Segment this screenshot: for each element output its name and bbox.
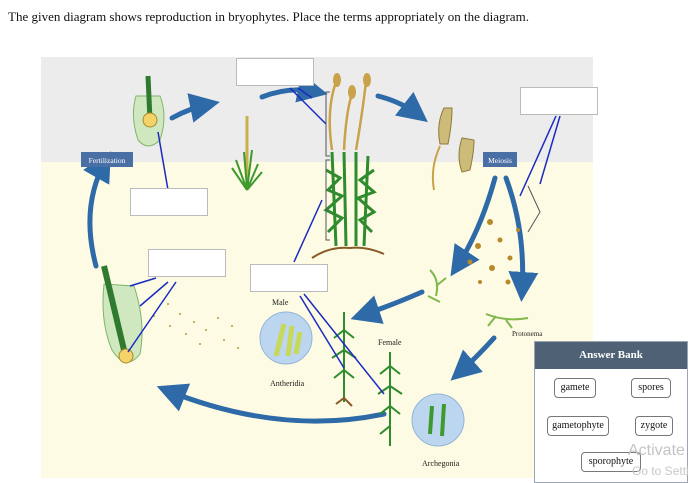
young-sporophyte-illustration bbox=[231, 116, 263, 191]
arrow-to-female bbox=[450, 335, 497, 381]
mature-moss-illustration bbox=[311, 73, 385, 259]
meiosis-label: Meiosis bbox=[488, 156, 512, 165]
question-prompt: The given diagram shows reproduction in … bbox=[8, 9, 529, 24]
sperm-dots bbox=[153, 303, 239, 349]
term-chip-spores[interactable]: spores bbox=[631, 378, 671, 398]
fertilization-badge bbox=[81, 152, 133, 167]
capsules-illustration bbox=[431, 107, 475, 191]
male-plant-illustration bbox=[331, 312, 357, 407]
spores-illustration bbox=[467, 219, 520, 285]
answer-bank-title: Answer Bank bbox=[535, 342, 687, 369]
arrow-sporophyte-growth bbox=[259, 73, 328, 103]
arrow-meiosis-right bbox=[503, 175, 539, 302]
drop-target-capsule[interactable] bbox=[520, 87, 598, 115]
drop-target-zygote[interactable] bbox=[130, 188, 208, 216]
male-label: Male bbox=[272, 298, 289, 307]
arrow-meiosis-left bbox=[450, 175, 498, 277]
arrow-to-fertilization bbox=[83, 151, 111, 269]
archegonia-illustration bbox=[411, 393, 465, 447]
diagram-top-band bbox=[41, 57, 593, 162]
protonema-label: Protonema bbox=[512, 330, 543, 338]
zygote-illustration bbox=[132, 75, 165, 147]
arrow-to-capsule bbox=[375, 91, 428, 123]
term-chip-zygote[interactable]: zygote bbox=[635, 416, 673, 436]
female-plant-illustration bbox=[377, 352, 403, 446]
drop-target-gametophyte[interactable] bbox=[250, 264, 328, 292]
term-chip-sporophyte[interactable]: sporophyte bbox=[581, 452, 641, 472]
diagram-lower-strip bbox=[41, 472, 534, 478]
activate-watermark: Activate bbox=[628, 442, 685, 459]
term-chip-gamete[interactable]: gamete bbox=[554, 378, 596, 398]
settings-watermark: Go to Setti bbox=[632, 464, 689, 478]
drop-target-gamete-left[interactable] bbox=[148, 249, 226, 277]
antheridia-label: Antheridia bbox=[270, 379, 305, 388]
meiosis-badge bbox=[483, 152, 517, 167]
brackets bbox=[325, 91, 541, 241]
arrow-to-male bbox=[350, 289, 425, 324]
antheridia-illustration bbox=[259, 311, 313, 365]
term-chip-gametophyte[interactable]: gametophyte bbox=[547, 416, 609, 436]
archegonia-label: Archegonia bbox=[422, 459, 460, 468]
female-label: Female bbox=[378, 338, 402, 347]
leader-lines bbox=[127, 87, 561, 395]
cycle-arrows bbox=[83, 73, 539, 424]
arrow-back-to-archegonium bbox=[156, 383, 387, 424]
arrow-zygote-to-sporophyte bbox=[169, 93, 220, 123]
archegonium-with-egg-illustration bbox=[101, 265, 143, 364]
fertilization-label: Fertilization bbox=[89, 156, 126, 165]
drop-target-sporophyte-top[interactable] bbox=[236, 58, 314, 86]
protonema-illustration bbox=[427, 269, 529, 329]
answer-bank: Answer Bank gamete spores gametophyte zy… bbox=[534, 341, 688, 483]
